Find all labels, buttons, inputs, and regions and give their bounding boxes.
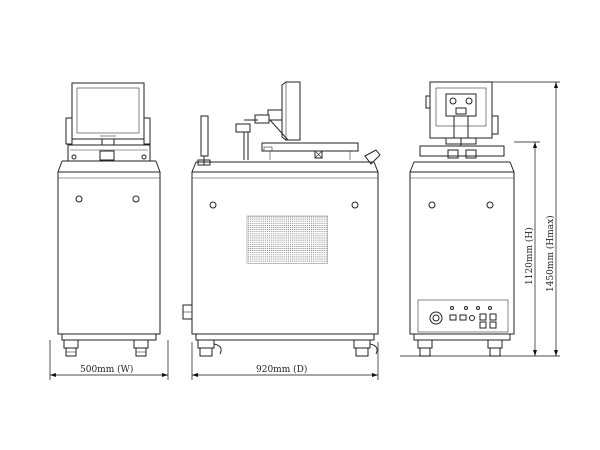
height-dimension: 1120mm (H)	[524, 142, 537, 356]
side-view: 920mm (D)	[182, 81, 381, 380]
front-casters	[63, 339, 149, 357]
side-casters	[197, 339, 378, 357]
rear-casters	[417, 339, 503, 357]
max-height-dimension: 1450mm (Hmax)	[545, 82, 558, 356]
side-cabinet	[191, 161, 379, 341]
monitor	[65, 82, 151, 146]
side-top-plate	[261, 142, 381, 165]
laser-head	[235, 81, 301, 160]
width-dimension: 500mm (W)	[49, 340, 169, 380]
rear-cabinet	[409, 171, 515, 341]
rear-head	[425, 81, 499, 150]
rear-connector-panel	[417, 299, 509, 333]
depth-dimension: 920mm (D)	[191, 342, 379, 380]
rear-top-tray	[409, 145, 515, 173]
width-label: 500mm (W)	[80, 364, 133, 375]
vent-grille	[246, 215, 329, 264]
max-height-label: 1450mm (Hmax)	[545, 215, 556, 292]
front-cabinet	[57, 171, 161, 341]
side-connector	[182, 304, 193, 320]
front-view: 500mm (W)	[49, 82, 169, 380]
depth-label: 920mm (D)	[256, 364, 307, 375]
side-handle	[197, 115, 211, 166]
height-label: 1120mm (H)	[524, 227, 535, 285]
cross-mark-icon	[314, 150, 323, 159]
top-tray	[57, 144, 161, 173]
rear-view: 1120mm (H) 1450mm (Hmax)	[400, 81, 560, 357]
